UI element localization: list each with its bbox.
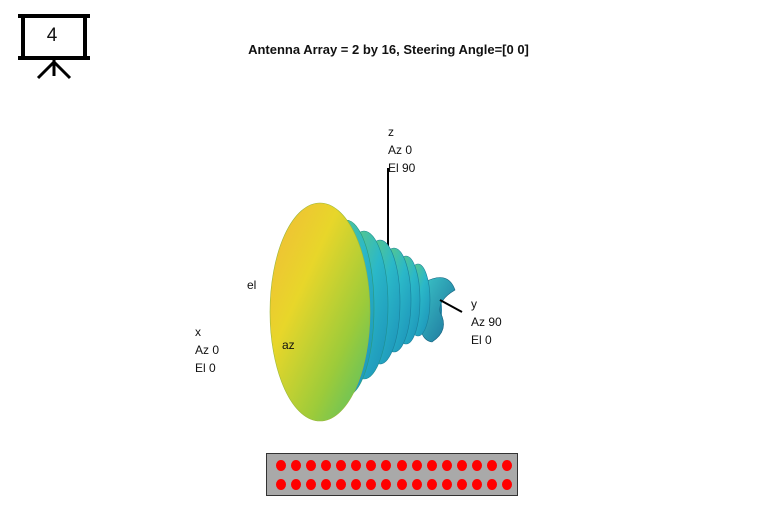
z-axis-name: z: [388, 125, 394, 139]
array-element: [291, 479, 302, 490]
array-element: [381, 460, 392, 471]
array-row-2: [276, 479, 512, 491]
z-axis-azimuth: Az 0: [388, 143, 413, 157]
array-element: [306, 460, 317, 471]
array-element: [336, 460, 347, 471]
array-element: [486, 460, 497, 471]
array-element: [502, 460, 512, 471]
array-geometry-panel: [266, 453, 518, 496]
array-element: [426, 460, 437, 471]
main-lobe: [269, 202, 371, 422]
array-element: [396, 460, 407, 471]
array-element: [381, 479, 392, 490]
x-axis-elevation: El 0: [195, 361, 216, 375]
array-element: [486, 479, 497, 490]
array-element: [471, 479, 482, 490]
x-axis-name: x: [195, 325, 201, 339]
array-element: [336, 479, 347, 490]
presentation-board-icon: [18, 14, 90, 80]
slide-number: 4: [46, 25, 58, 46]
y-axis-elevation: El 0: [471, 333, 492, 347]
elevation-label: el: [247, 278, 257, 292]
array-element: [502, 479, 512, 490]
array-element: [456, 460, 467, 471]
array-element: [456, 479, 467, 490]
array-element: [321, 479, 332, 490]
y-axis-azimuth: Az 90: [471, 315, 502, 329]
x-axis-label: x Az 0 El 0: [195, 323, 219, 377]
array-element: [426, 479, 437, 490]
plot-title: Antenna Array = 2 by 16, Steering Angle=…: [248, 42, 529, 57]
z-axis-elevation: El 90: [388, 161, 416, 175]
array-element: [366, 460, 377, 471]
x-axis-azimuth: Az 0: [195, 343, 220, 357]
y-axis-line: [439, 299, 463, 313]
array-element: [276, 479, 286, 490]
azimuth-label: az: [282, 338, 295, 352]
array-element: [276, 460, 286, 471]
array-element: [441, 479, 452, 490]
array-element: [396, 479, 407, 490]
array-element: [441, 460, 452, 471]
array-element: [351, 460, 362, 471]
array-element: [321, 460, 332, 471]
z-axis-label: z Az 0 El 90: [388, 123, 415, 177]
array-element: [411, 460, 422, 471]
array-row-1: [276, 460, 512, 472]
array-element: [351, 479, 362, 490]
array-element: [306, 479, 317, 490]
y-axis-name: y: [471, 297, 477, 311]
array-element: [411, 479, 422, 490]
array-element: [291, 460, 302, 471]
y-axis-label: y Az 90 El 0: [471, 295, 502, 349]
array-element: [366, 479, 377, 490]
array-element: [471, 460, 482, 471]
